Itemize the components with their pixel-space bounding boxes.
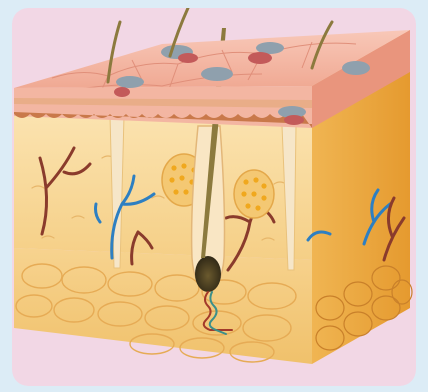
skin-diagram-card	[12, 8, 416, 386]
skin-cross-section-illustration	[12, 8, 416, 386]
hair-bulb	[195, 256, 221, 292]
sebaceous-gland-right	[234, 170, 274, 218]
